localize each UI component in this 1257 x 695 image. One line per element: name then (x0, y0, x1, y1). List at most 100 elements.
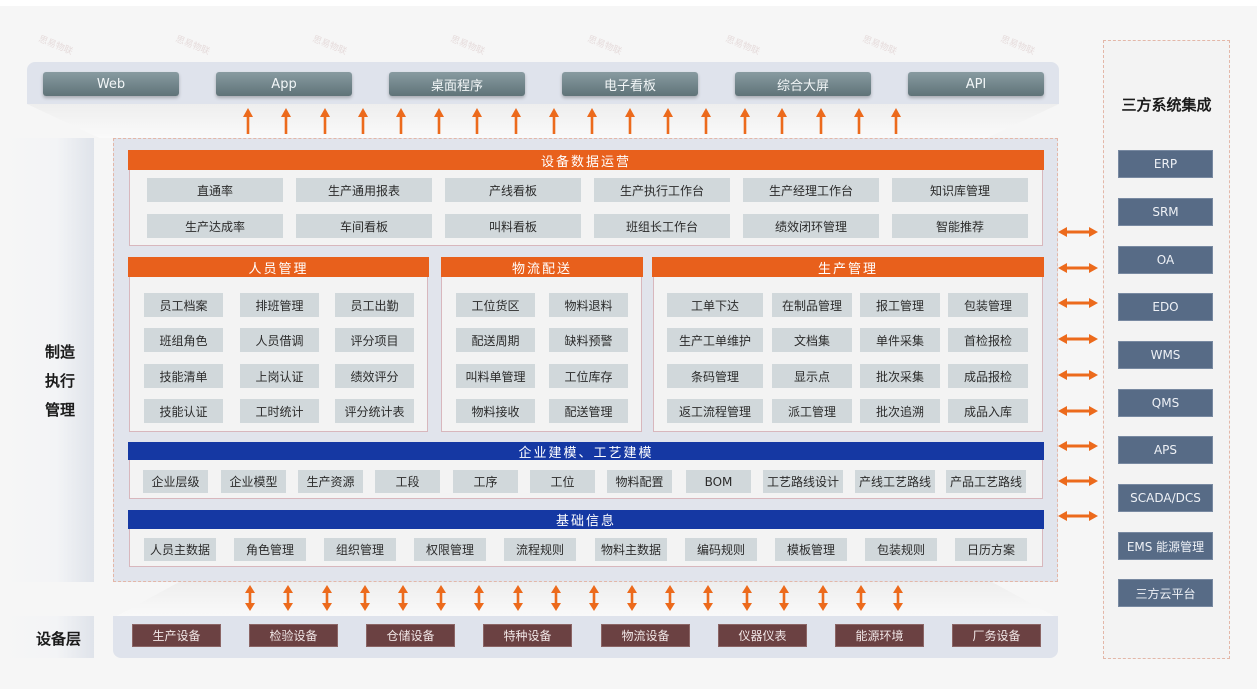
production-item[interactable]: 返工流程管理 (667, 399, 763, 423)
third-party-item[interactable]: EDO (1118, 293, 1213, 321)
device-item[interactable]: 生产设备 (132, 624, 221, 647)
data-ops-item[interactable]: 生产通用报表 (296, 178, 432, 202)
third-party-item[interactable]: SCADA/DCS (1118, 484, 1213, 512)
modeling-item[interactable]: BOM (686, 470, 751, 493)
modeling-item[interactable]: 生产资源 (298, 470, 363, 493)
logistics-item[interactable]: 配送周期 (456, 328, 535, 352)
basic-info-title: 基础信息 (128, 510, 1044, 529)
production-item[interactable]: 显示点 (772, 364, 852, 388)
modeling-item[interactable]: 工段 (375, 470, 440, 493)
personnel-item[interactable]: 技能认证 (144, 399, 223, 423)
personnel-item[interactable]: 工时统计 (240, 399, 319, 423)
client-desktop[interactable]: 桌面程序 (389, 72, 525, 96)
production-item[interactable]: 包装管理 (948, 293, 1028, 317)
device-item[interactable]: 仪器仪表 (718, 624, 807, 647)
modeling-item[interactable]: 企业层级 (143, 470, 208, 493)
modeling-item[interactable]: 工序 (453, 470, 518, 493)
personnel-item[interactable]: 人员借调 (240, 328, 319, 352)
basic-info-item[interactable]: 日历方案 (955, 538, 1027, 561)
modeling-item[interactable]: 物料配置 (607, 470, 672, 493)
production-item[interactable]: 报工管理 (860, 293, 940, 317)
modeling-item[interactable]: 工艺路线设计 (763, 470, 843, 493)
personnel-item[interactable]: 绩效评分 (335, 364, 414, 388)
device-item[interactable]: 仓储设备 (366, 624, 455, 647)
third-party-item[interactable]: SRM (1118, 198, 1213, 226)
basic-info-item[interactable]: 人员主数据 (144, 538, 216, 561)
production-item[interactable]: 成品报检 (948, 364, 1028, 388)
data-ops-item[interactable]: 生产达成率 (147, 214, 283, 238)
modeling-item[interactable]: 工位 (530, 470, 595, 493)
device-item[interactable]: 物流设备 (601, 624, 690, 647)
personnel-item[interactable]: 班组角色 (144, 328, 223, 352)
production-item[interactable]: 批次追溯 (860, 399, 940, 423)
data-ops-item[interactable]: 生产执行工作台 (594, 178, 730, 202)
data-ops-item[interactable]: 生产经理工作台 (743, 178, 879, 202)
data-ops-item[interactable]: 产线看板 (445, 178, 581, 202)
third-party-item[interactable]: QMS (1118, 389, 1213, 417)
basic-info-item[interactable]: 包装规则 (865, 538, 937, 561)
production-item[interactable]: 派工管理 (772, 399, 852, 423)
basic-info-item[interactable]: 物料主数据 (595, 538, 667, 561)
personnel-item[interactable]: 员工档案 (144, 293, 223, 317)
personnel-item[interactable]: 技能清单 (144, 364, 223, 388)
data-ops-item[interactable]: 车间看板 (296, 214, 432, 238)
device-item[interactable]: 特种设备 (483, 624, 572, 647)
production-item[interactable]: 条码管理 (667, 364, 763, 388)
device-item[interactable]: 检验设备 (249, 624, 338, 647)
client-app[interactable]: App (216, 72, 352, 96)
arrow-bidirectional-vertical-icon (245, 585, 255, 611)
modeling-item[interactable]: 企业模型 (221, 470, 286, 493)
data-ops-item[interactable]: 直通率 (147, 178, 283, 202)
personnel-item[interactable]: 评分统计表 (335, 399, 414, 423)
logistics-item[interactable]: 配送管理 (549, 399, 628, 423)
client-e-board[interactable]: 电子看板 (562, 72, 698, 96)
data-ops-item[interactable]: 班组长工作台 (594, 214, 730, 238)
mes-side-column (0, 138, 94, 582)
client-big-screen[interactable]: 综合大屏 (735, 72, 871, 96)
logistics-item[interactable]: 工位库存 (549, 364, 628, 388)
personnel-item[interactable]: 上岗认证 (240, 364, 319, 388)
third-party-item[interactable]: ERP (1118, 150, 1213, 178)
production-item[interactable]: 文档集 (772, 328, 852, 352)
basic-info-item[interactable]: 模板管理 (775, 538, 847, 561)
device-layer-label: 设备层 (36, 630, 82, 648)
personnel-item[interactable]: 排班管理 (240, 293, 319, 317)
personnel-item[interactable]: 评分项目 (335, 328, 414, 352)
third-party-item[interactable]: WMS (1118, 341, 1213, 369)
data-ops-item[interactable]: 智能推荐 (892, 214, 1028, 238)
third-party-item[interactable]: 三方云平台 (1118, 579, 1213, 607)
logistics-item[interactable]: 物料退料 (549, 293, 628, 317)
production-item[interactable]: 批次采集 (860, 364, 940, 388)
modeling-item[interactable]: 产线工艺路线 (855, 470, 935, 493)
arrow-bidirectional-vertical-icon (856, 585, 866, 611)
production-item[interactable]: 首检报检 (948, 328, 1028, 352)
data-ops-item[interactable]: 叫料看板 (445, 214, 581, 238)
personnel-item[interactable]: 员工出勤 (335, 293, 414, 317)
logistics-item[interactable]: 物料接收 (456, 399, 535, 423)
basic-info-item[interactable]: 编码规则 (685, 538, 757, 561)
basic-info-item[interactable]: 角色管理 (234, 538, 306, 561)
third-party-item[interactable]: EMS 能源管理 (1118, 532, 1213, 560)
basic-info-item[interactable]: 权限管理 (414, 538, 486, 561)
arrow-bidirectional-vertical-icon (436, 585, 446, 611)
third-party-item[interactable]: OA (1118, 246, 1213, 274)
data-ops-item[interactable]: 绩效闭环管理 (743, 214, 879, 238)
arrow-bidirectional-vertical-icon (398, 585, 408, 611)
device-item[interactable]: 能源环境 (835, 624, 924, 647)
data-ops-item[interactable]: 知识库管理 (892, 178, 1028, 202)
logistics-item[interactable]: 工位货区 (456, 293, 535, 317)
production-item[interactable]: 工单下达 (667, 293, 763, 317)
modeling-item[interactable]: 产品工艺路线 (946, 470, 1026, 493)
client-web[interactable]: Web (43, 72, 179, 96)
basic-info-item[interactable]: 流程规则 (504, 538, 576, 561)
third-party-item[interactable]: APS (1118, 436, 1213, 464)
basic-info-item[interactable]: 组织管理 (324, 538, 396, 561)
production-item[interactable]: 生产工单维护 (667, 328, 763, 352)
production-item[interactable]: 成品入库 (948, 399, 1028, 423)
production-item[interactable]: 在制品管理 (772, 293, 852, 317)
device-item[interactable]: 厂务设备 (952, 624, 1041, 647)
client-api[interactable]: API (908, 72, 1044, 96)
logistics-item[interactable]: 缺料预警 (549, 328, 628, 352)
production-item[interactable]: 单件采集 (860, 328, 940, 352)
logistics-item[interactable]: 叫料单管理 (456, 364, 535, 388)
